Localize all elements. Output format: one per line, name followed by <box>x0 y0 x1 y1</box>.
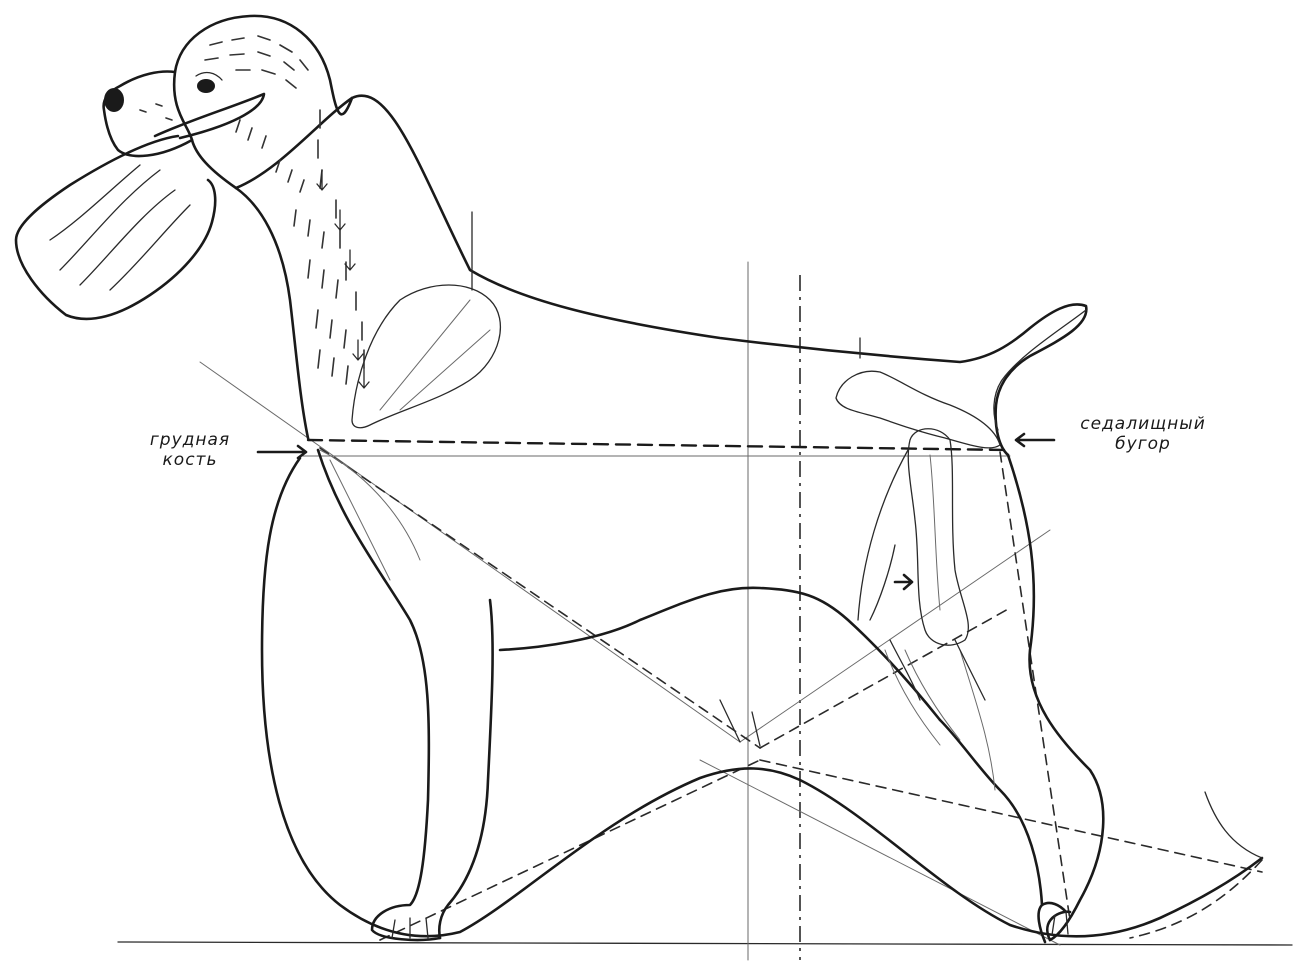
femur <box>908 429 968 645</box>
nose-icon <box>104 88 124 112</box>
construction-lines <box>200 262 1060 960</box>
sternum-label-line1: грудная <box>120 430 260 450</box>
ischial-tuberosity-label: седалищный бугор <box>1058 414 1228 454</box>
sternum-ischium-line <box>308 440 1008 450</box>
ischial-label-line1: седалищный <box>1058 414 1228 434</box>
rear-leg-outline <box>1008 455 1103 940</box>
front-leg <box>318 450 440 940</box>
pelvis <box>836 371 1000 448</box>
diagonal-guides <box>320 448 1262 940</box>
sternum-label: грудная кость <box>120 430 260 470</box>
neck-arrows <box>317 170 369 388</box>
ground-line <box>118 942 1292 945</box>
scapula <box>352 285 500 428</box>
ischial-label-line2: бугор <box>1058 434 1228 454</box>
grooming-outline <box>262 458 1262 936</box>
sternum-label-line2: кость <box>120 450 260 470</box>
dog-head <box>104 16 352 188</box>
ischial-arrow <box>1016 434 1054 446</box>
dog-body-outline <box>236 96 1086 455</box>
sternum-arrow <box>258 446 306 458</box>
eye-icon <box>197 79 215 93</box>
hip-arrow <box>895 575 912 589</box>
dog-ear <box>16 136 215 319</box>
